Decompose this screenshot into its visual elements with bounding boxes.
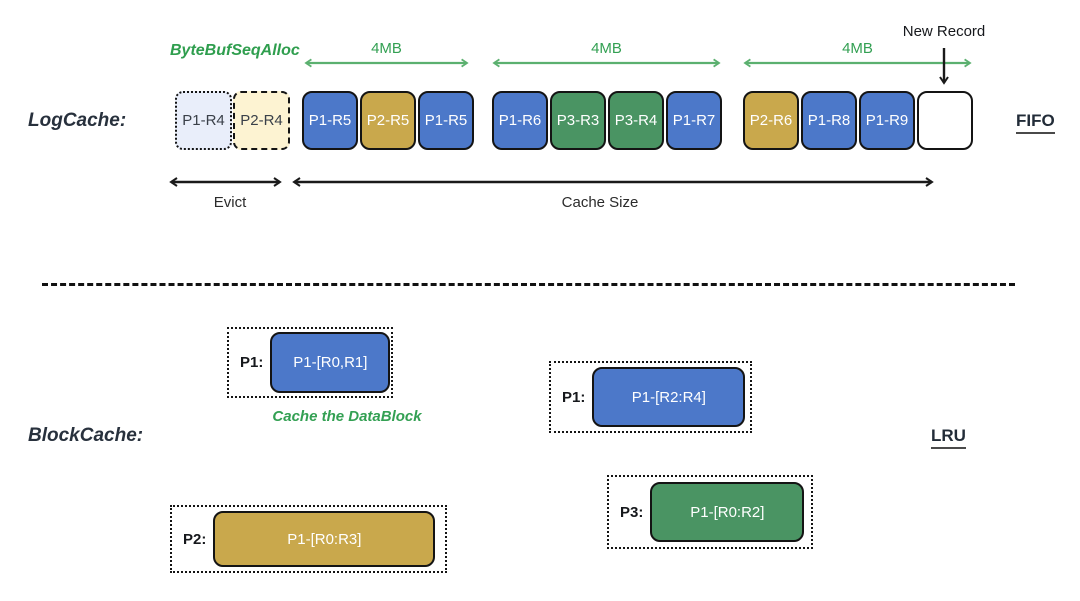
cache-block: P1-R4 <box>175 91 232 150</box>
cache-block: P1-R9 <box>859 91 915 150</box>
blockcache-entry-p3: P3: P1-[R0:R2] <box>607 475 813 549</box>
datablock: P1-[R0:R2] <box>650 482 805 542</box>
entry-key: P2: <box>183 530 207 548</box>
section-separator <box>42 283 1015 286</box>
cache-block: P1-R8 <box>801 91 857 150</box>
blockcache-title: BlockCache: <box>28 425 144 446</box>
chunk-size-label-1: 4MB <box>371 40 402 57</box>
datablock: P1-[R0,R1] <box>270 332 391 393</box>
blockcache-entry-p2: P2: P1-[R0:R3] <box>170 505 447 573</box>
entry-key: P3: <box>620 503 644 521</box>
lru-policy-label: LRU <box>931 426 966 449</box>
new-record-label: New Record <box>902 23 986 40</box>
cache-block: P1-R6 <box>492 91 548 150</box>
cache-block: P2-R4 <box>233 91 290 150</box>
cache-block: P2-R5 <box>360 91 416 150</box>
cache-block: P1-R7 <box>666 91 722 150</box>
cache-block: P3-R4 <box>608 91 664 150</box>
cache-datablock-caption: Cache the DataBlock <box>272 408 422 425</box>
fifo-policy-label: FIFO <box>1016 111 1055 134</box>
new-record-slot <box>917 91 973 150</box>
bytebufseqalloc-label: ByteBufSeqAlloc <box>170 42 300 59</box>
blockcache-entry-p1b: P1: P1-[R2:R4] <box>549 361 752 433</box>
entry-key: P1: <box>562 388 586 406</box>
cache-block: P3-R3 <box>550 91 606 150</box>
logcache-title: LogCache: <box>28 110 127 131</box>
cache-size-label: Cache Size <box>561 194 639 211</box>
cache-block: P2-R6 <box>743 91 799 150</box>
datablock: P1-[R0:R3] <box>213 511 436 567</box>
chunk-size-label-2: 4MB <box>591 40 622 57</box>
chunk-size-label-3: 4MB <box>842 40 873 57</box>
datablock: P1-[R2:R4] <box>592 367 746 427</box>
cache-block: P1-R5 <box>302 91 358 150</box>
blockcache-entry-p1a: P1: P1-[R0,R1] <box>227 327 393 398</box>
evict-label: Evict <box>213 194 247 211</box>
cache-block: P1-R5 <box>418 91 474 150</box>
entry-key: P1: <box>240 354 264 371</box>
